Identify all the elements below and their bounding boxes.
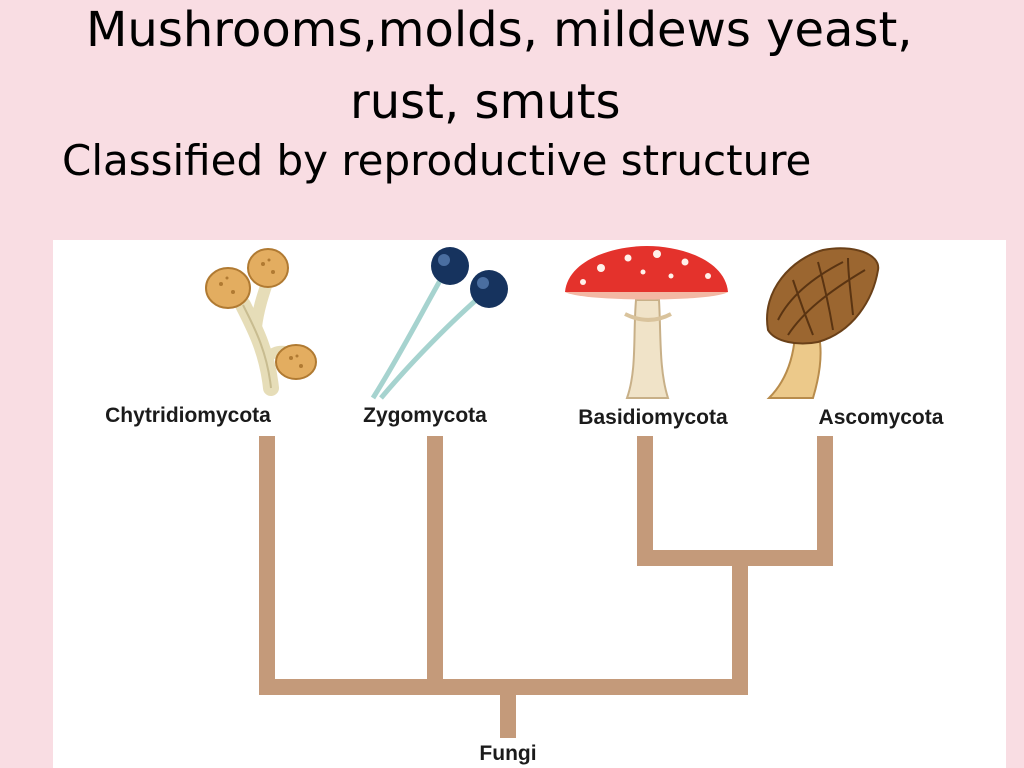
slide-subtitle: Classified by reproductive structure: [62, 136, 812, 185]
chytrid-sporangia-icon: [205, 248, 317, 396]
red-mushroom-icon: [565, 246, 728, 399]
slide-title-line-2: rust, smuts: [350, 74, 621, 130]
root-label-fungi: Fungi: [479, 742, 536, 765]
taxon-label-ascomycota: Ascomycota: [819, 406, 944, 429]
taxon-label-zygomycota: Zygomycota: [363, 404, 487, 427]
taxon-label-chytridiomycota: Chytridiomycota: [105, 404, 271, 427]
slide-title-line-1: Mushrooms,molds, mildews yeast,: [86, 2, 913, 58]
morel-icon: [766, 247, 880, 399]
fungi-phylogenetic-tree: Chytridiomycota Zygomycota Basidiomycota…: [105, 246, 944, 765]
zygomycete-sporangia-icon: [370, 247, 508, 400]
taxon-label-basidiomycota: Basidiomycota: [578, 406, 728, 429]
tree-branches: [259, 436, 833, 738]
phylogeny-panel: Chytridiomycota Zygomycota Basidiomycota…: [53, 240, 1006, 768]
